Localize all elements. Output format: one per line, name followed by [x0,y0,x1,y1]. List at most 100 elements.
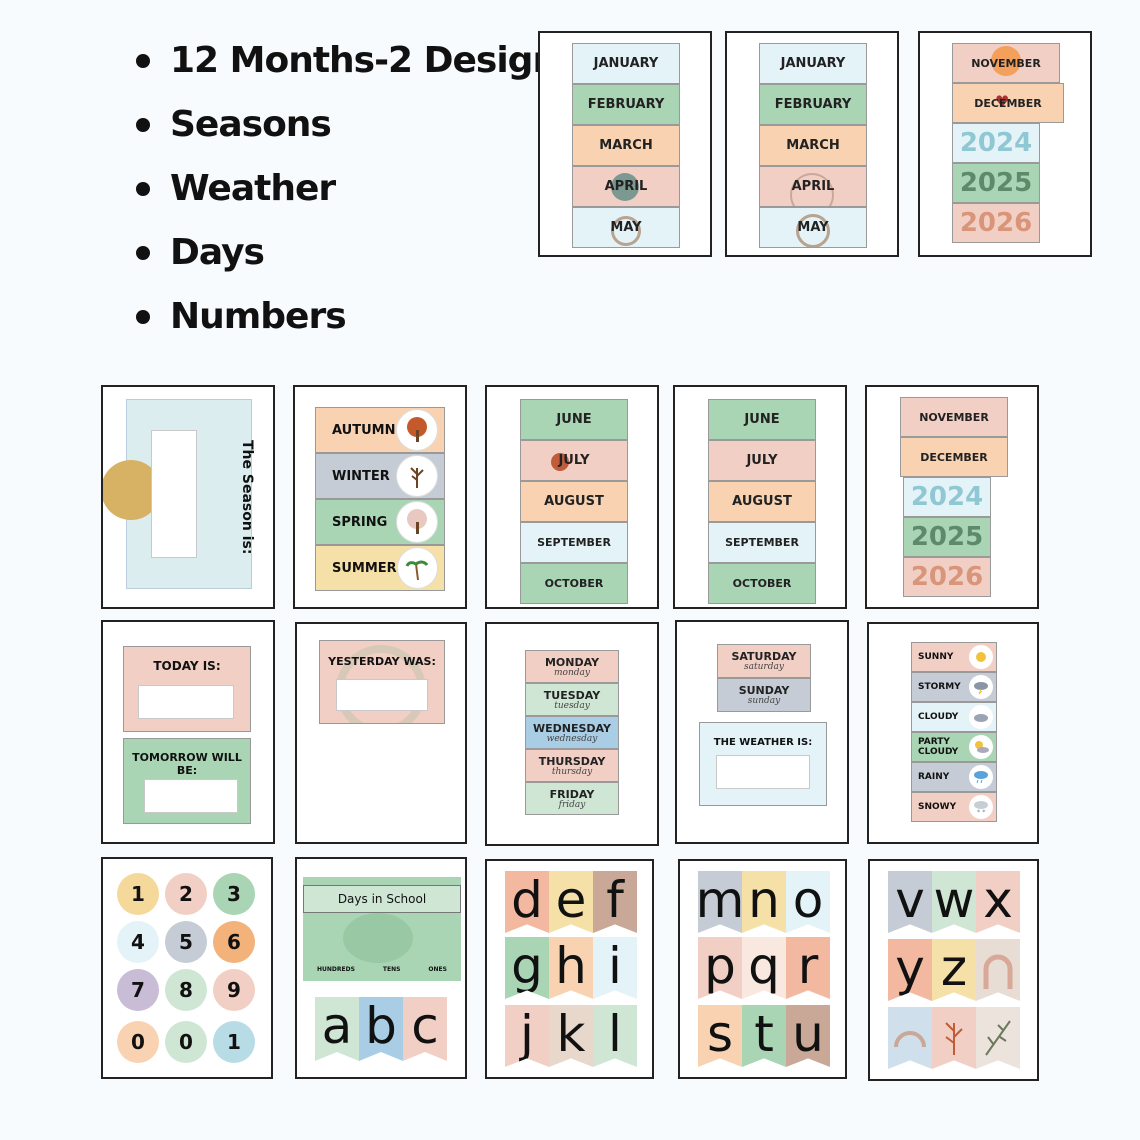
month-label: JULY [520,440,628,481]
month-label: FEBRUARY [759,84,867,125]
feature-item: Days [130,228,578,292]
rainbow-icon [983,954,1013,989]
year-label: 2025 [952,163,1040,203]
weather-row: SNOWY* * [911,792,997,822]
season-card: The Season is: [101,385,275,609]
month-label: SEPTEMBER [708,522,816,563]
numbers-card: 1 2 3 4 5 6 7 8 9 0 0 1 [101,857,273,1079]
month-label: NOVEMBER [952,43,1060,83]
month-label: JUNE [708,399,816,440]
bullet-dot [136,118,150,132]
letter-pennant: w [932,871,976,933]
letter-pennant: o [786,871,830,933]
month-label: OCTOBER [708,563,816,604]
feature-item: 12 Months-2 Designs [130,36,578,100]
month-label: ♥DECEMBER [952,83,1064,123]
letter-pennant: a [315,997,359,1061]
tomorrow-label: TOMORROW WILL BE: [132,751,242,777]
feature-item: Numbers [130,292,578,356]
feature-item: Seasons [130,100,578,164]
month-label: NOVEMBER [900,397,1008,437]
letter-pennant: y [888,939,932,1001]
leaf-icon [611,173,639,201]
partly-cloudy-icon [969,735,993,759]
season-row: SUMMER [315,545,445,591]
letter-pennant: u [786,1005,830,1067]
months-jun-oct-design-b-card: JUNE JULY AUGUST SEPTEMBER OCTOBER [673,385,847,609]
month-label: AUGUST [520,481,628,522]
letter-pennant: p [698,937,742,999]
number-circle: 0 [165,1021,207,1063]
number-circle: 4 [117,921,159,963]
letter-pennant: x [976,871,1020,933]
feature-list: 12 Months-2 Designs Seasons Weather Days… [130,36,578,356]
letter-pennant: f [593,871,637,933]
month-label: APRIL [759,166,867,207]
bullet-dot [136,310,150,324]
hundreds-label: HUNDREDS [316,966,355,973]
yesterday-label: YESTERDAY WAS: [328,655,436,668]
season-label: The Season is: [239,440,255,555]
seasons-card: AUTUMN WINTER SPRING SUMMER [293,385,467,609]
letter-pennant: v [888,871,932,933]
svg-text:* *: * * [977,809,986,816]
number-circle: 3 [213,873,255,915]
month-label: OCTOBER [520,563,628,604]
month-label: JANUARY [759,43,867,84]
palm-tree-icon [396,547,438,589]
rainbow-pennant [888,1007,932,1069]
letter-pennant: s [698,1005,742,1067]
weather-card: SUNNY STORMY CLOUDY PARTY CLOUDY RAINY S… [867,622,1039,844]
rainbow-pennant [976,939,1020,1001]
bullet-dot [136,54,150,68]
letter-pennant: z [932,939,976,1001]
number-circle: 9 [213,969,255,1011]
cloud-icon [969,705,993,729]
weather-row: STORMY [911,672,997,702]
month-label: AUGUST [708,481,816,522]
number-circle: 2 [165,873,207,915]
letter-pennant: l [593,1005,637,1067]
months-nov-dec-years-b-card: NOVEMBER DECEMBER 2024 2025 2026 [865,385,1039,609]
feature-item: Weather [130,164,578,228]
sun-icon [969,645,993,669]
month-label: FEBRUARY [572,84,680,125]
letter-pennant: e [549,871,593,933]
months-nov-dec-years-card: NOVEMBER ♥DECEMBER 2024 2025 2026 [918,31,1092,257]
letter-pennant: r [786,937,830,999]
letters-v-z-card: v w x y z [868,859,1039,1081]
letter-pennant: h [549,937,593,999]
bullet-dot [136,246,150,260]
heart-icon: ♥ [995,92,1010,111]
school-title: Days in School [303,885,461,913]
letter-pennant: t [742,1005,786,1067]
month-label: JULY [708,440,816,481]
year-label: 2026 [903,557,991,597]
letter-pennant: k [549,1005,593,1067]
month-label: JUNE [520,399,628,440]
season-row: SPRING [315,499,445,545]
year-label: 2024 [903,477,991,517]
weather-label: THE WEATHER IS: [713,737,813,748]
season-blank-box [151,430,197,558]
month-label: MAY [759,207,867,248]
rainbow-icon [796,214,830,247]
storm-cloud-icon [969,675,993,699]
year-label: 2025 [903,517,991,557]
letter-pennant: i [593,937,637,999]
today-tomorrow-card: TODAY IS: TOMORROW WILL BE: [101,620,275,844]
weather-row: PARTY CLOUDY [911,732,997,762]
letter-pennant: b [359,997,403,1061]
letters-m-u-card: m n o p q r s t u [678,859,847,1079]
dot-decoration [551,453,569,471]
letter-pennant: q [742,937,786,999]
season-row: AUTUMN [315,407,445,453]
